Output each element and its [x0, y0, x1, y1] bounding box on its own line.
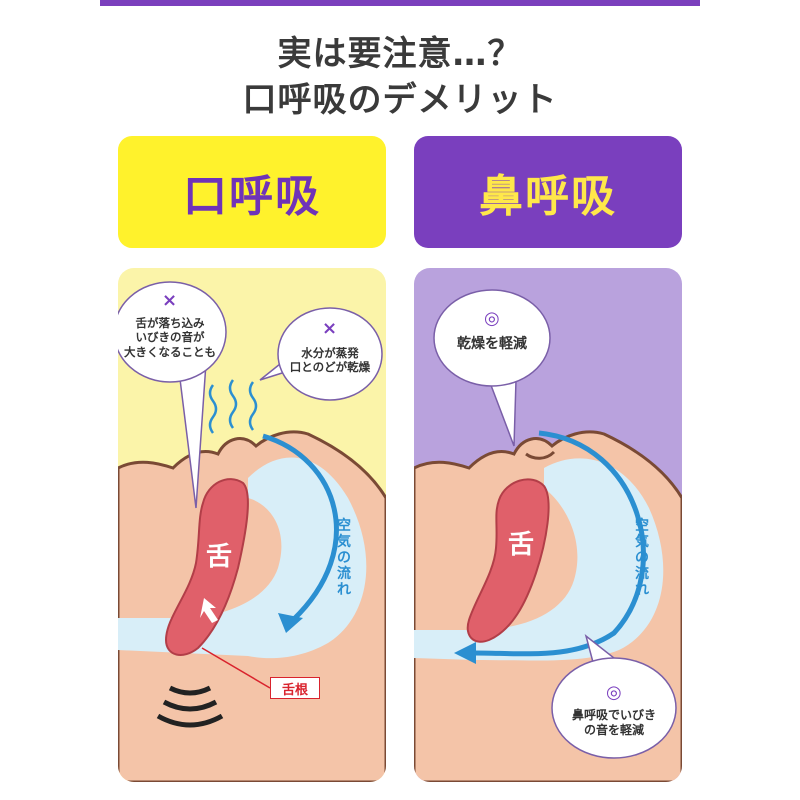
bubble-dry-text: 乾燥を軽減 — [457, 336, 527, 352]
closed-lips — [525, 450, 556, 460]
bubble-snore-mark: ◎ — [606, 682, 622, 703]
bubble-snore-text: 舌が落ち込み いびきの音が 大きくなることも — [124, 316, 216, 359]
bubble-dry-mark: × — [322, 318, 338, 339]
bubble-snore-text: 鼻呼吸でいびき の音を軽減 — [571, 708, 656, 737]
bubble-snore — [118, 281, 227, 383]
tongue-label: 舌 — [508, 530, 535, 560]
tongue-shape — [164, 478, 249, 656]
bubble-dry — [277, 307, 383, 401]
bubble-dry-mark: ◎ — [484, 308, 500, 329]
airflow-label: 空気の流れ — [635, 518, 649, 598]
tongue-label: 舌 — [206, 542, 233, 572]
evaporation-icon — [208, 384, 218, 434]
tongue-down-arrow-icon — [200, 598, 218, 623]
airflow-arrow-icon — [262, 433, 339, 622]
bubble-dry-tail — [487, 379, 517, 447]
bubble-dry-text: 水分が蒸発 口とのどが乾燥 — [289, 346, 371, 375]
title-line-2: 口呼吸のデメリット — [242, 80, 558, 120]
mouth-breathing-panel: × 舌が落ち込み いびきの音が 大きくなることも × 水分が蒸発 口とのどが乾燥… — [118, 268, 386, 782]
airway — [414, 458, 664, 661]
label-nose-breathing: 鼻呼吸 — [414, 136, 682, 248]
nose-breathing-illustration — [414, 289, 682, 782]
top-accent-bar — [100, 0, 700, 6]
bubble-snore — [551, 657, 677, 759]
bubble-snore-mark: × — [162, 290, 178, 311]
mouth-breathing-illustration — [118, 281, 386, 782]
airflow-label: 空気の流れ — [337, 518, 351, 598]
airflow-arrow-icon — [473, 430, 646, 657]
bubble-dry — [433, 289, 551, 387]
tongue-shape — [466, 478, 550, 643]
label-mouth-breathing: 口呼吸 — [118, 136, 386, 248]
title-line-1: 実は要注意…？ — [277, 34, 523, 74]
tongue-root-label: 舌根 — [270, 677, 320, 699]
snore-sound-icon — [168, 685, 212, 696]
nose-breathing-panel: ◎ 乾燥を軽減 ◎ 鼻呼吸でいびき の音を軽減 舌 空気の流れ — [414, 268, 682, 782]
